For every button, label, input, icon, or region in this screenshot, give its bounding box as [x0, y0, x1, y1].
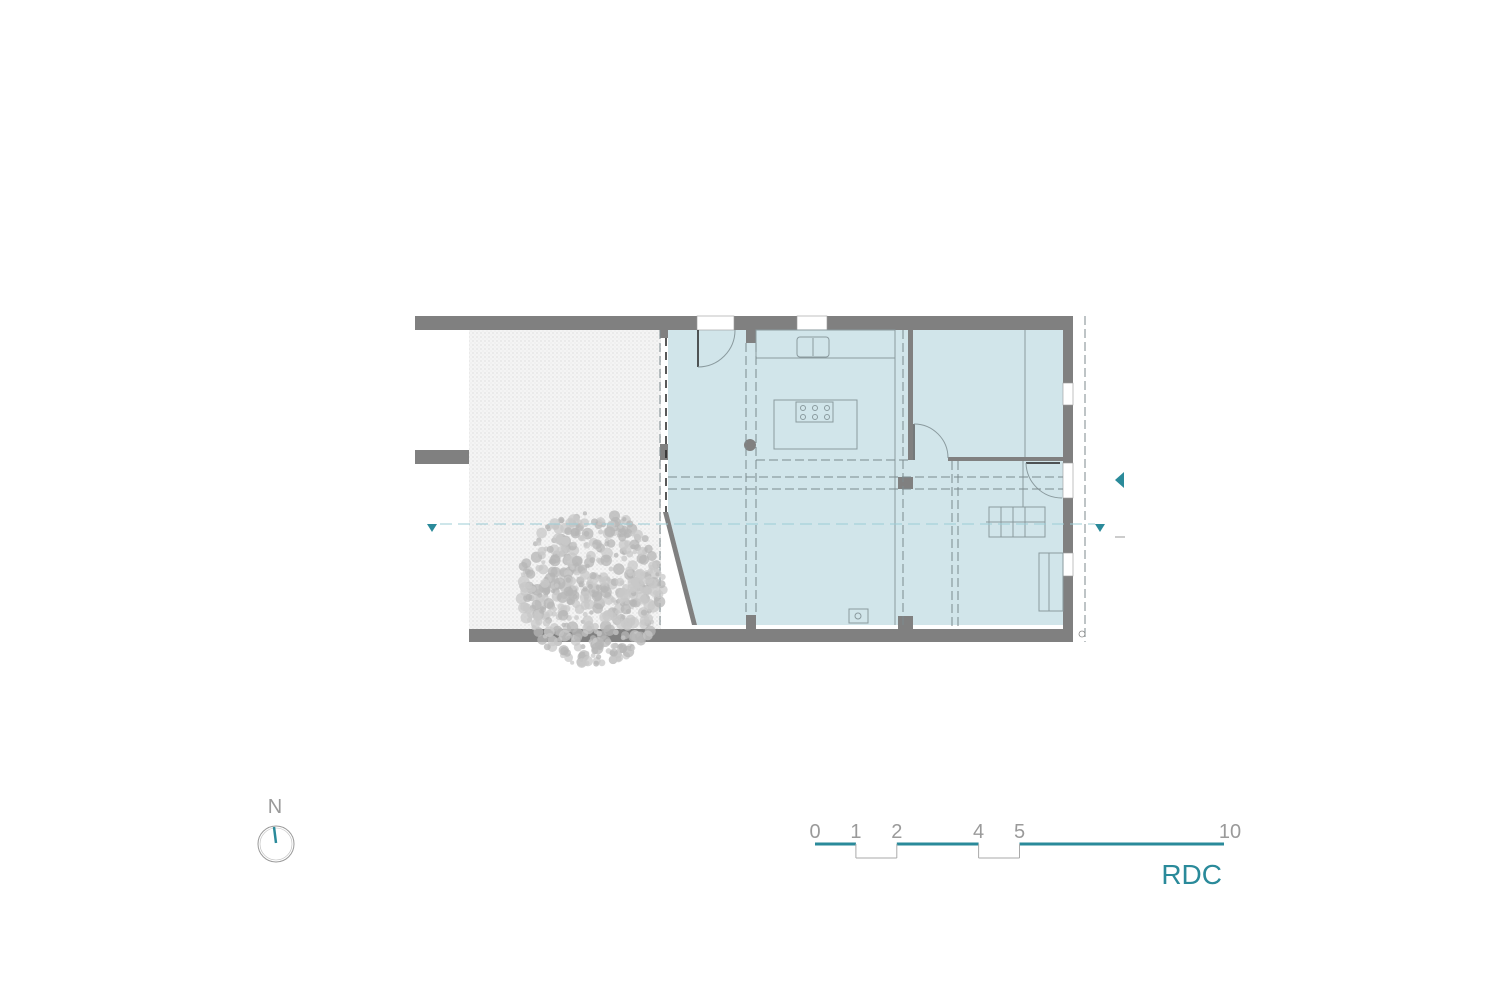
scale-tick-label: 4: [973, 821, 984, 843]
doors: [697, 329, 1063, 499]
sofa: [1038, 552, 1064, 612]
scale-tick-label: 5: [1014, 821, 1025, 843]
scale-bar: 0 1 2 4 5 10: [809, 821, 1241, 859]
openings: [696, 315, 1074, 577]
structural-grid: [659, 316, 1086, 642]
hob-burners: [800, 405, 830, 420]
section-marker-left-icon: [427, 524, 437, 532]
entrance-arrow-icon: [1115, 472, 1124, 488]
north-label: N: [268, 796, 282, 818]
section-marker-right-icon: [1095, 524, 1105, 532]
scale-tick-label: 2: [891, 821, 902, 843]
tree-canopy: [515, 510, 668, 669]
scale-tick-label: 1: [850, 821, 861, 843]
section-line: [427, 472, 1125, 638]
level-label: RDC: [1161, 859, 1222, 890]
scale-tick-label: 0: [809, 821, 820, 843]
compass-icon: [257, 825, 295, 863]
north-arrow: N: [257, 796, 295, 863]
scale-tick-label: 10: [1219, 821, 1241, 843]
